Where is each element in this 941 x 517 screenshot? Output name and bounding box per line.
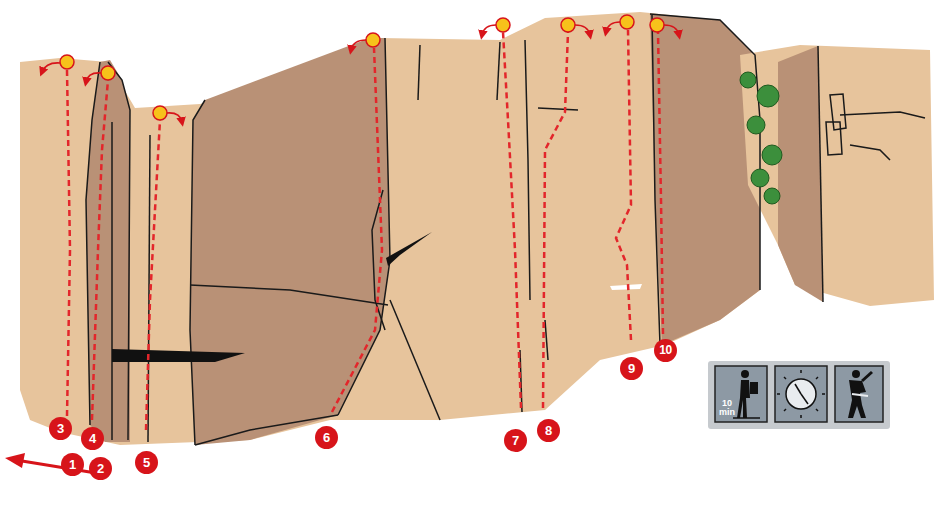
rock-shade (778, 46, 823, 302)
roof-bar (112, 349, 245, 362)
rock-lines (86, 14, 925, 445)
callout-number: 9 (620, 357, 643, 380)
callout-number: 8 (537, 419, 560, 442)
rock-block (740, 45, 934, 306)
rock-shade (86, 60, 130, 442)
climbing-route (67, 30, 663, 430)
roof-bar (386, 232, 432, 266)
anchor (60, 15, 664, 120)
callout-number: 7 (504, 429, 527, 452)
lower-arrow (42, 22, 679, 122)
callout-number: 6 (315, 426, 338, 449)
rock-shade (190, 38, 390, 445)
callout-number: 10 (654, 339, 677, 362)
callout-number: 2 (89, 457, 112, 480)
callout-number: 5 (135, 451, 158, 474)
callout-number: 4 (81, 427, 104, 450)
bush (740, 72, 782, 204)
callout-number: 1 (61, 453, 84, 476)
approach-arrow (5, 453, 25, 468)
info-icons (708, 361, 890, 429)
callout-number: 3 (49, 417, 72, 440)
ledge (610, 284, 642, 290)
walk-time: 10 min (716, 399, 738, 417)
rock-face (20, 12, 760, 445)
